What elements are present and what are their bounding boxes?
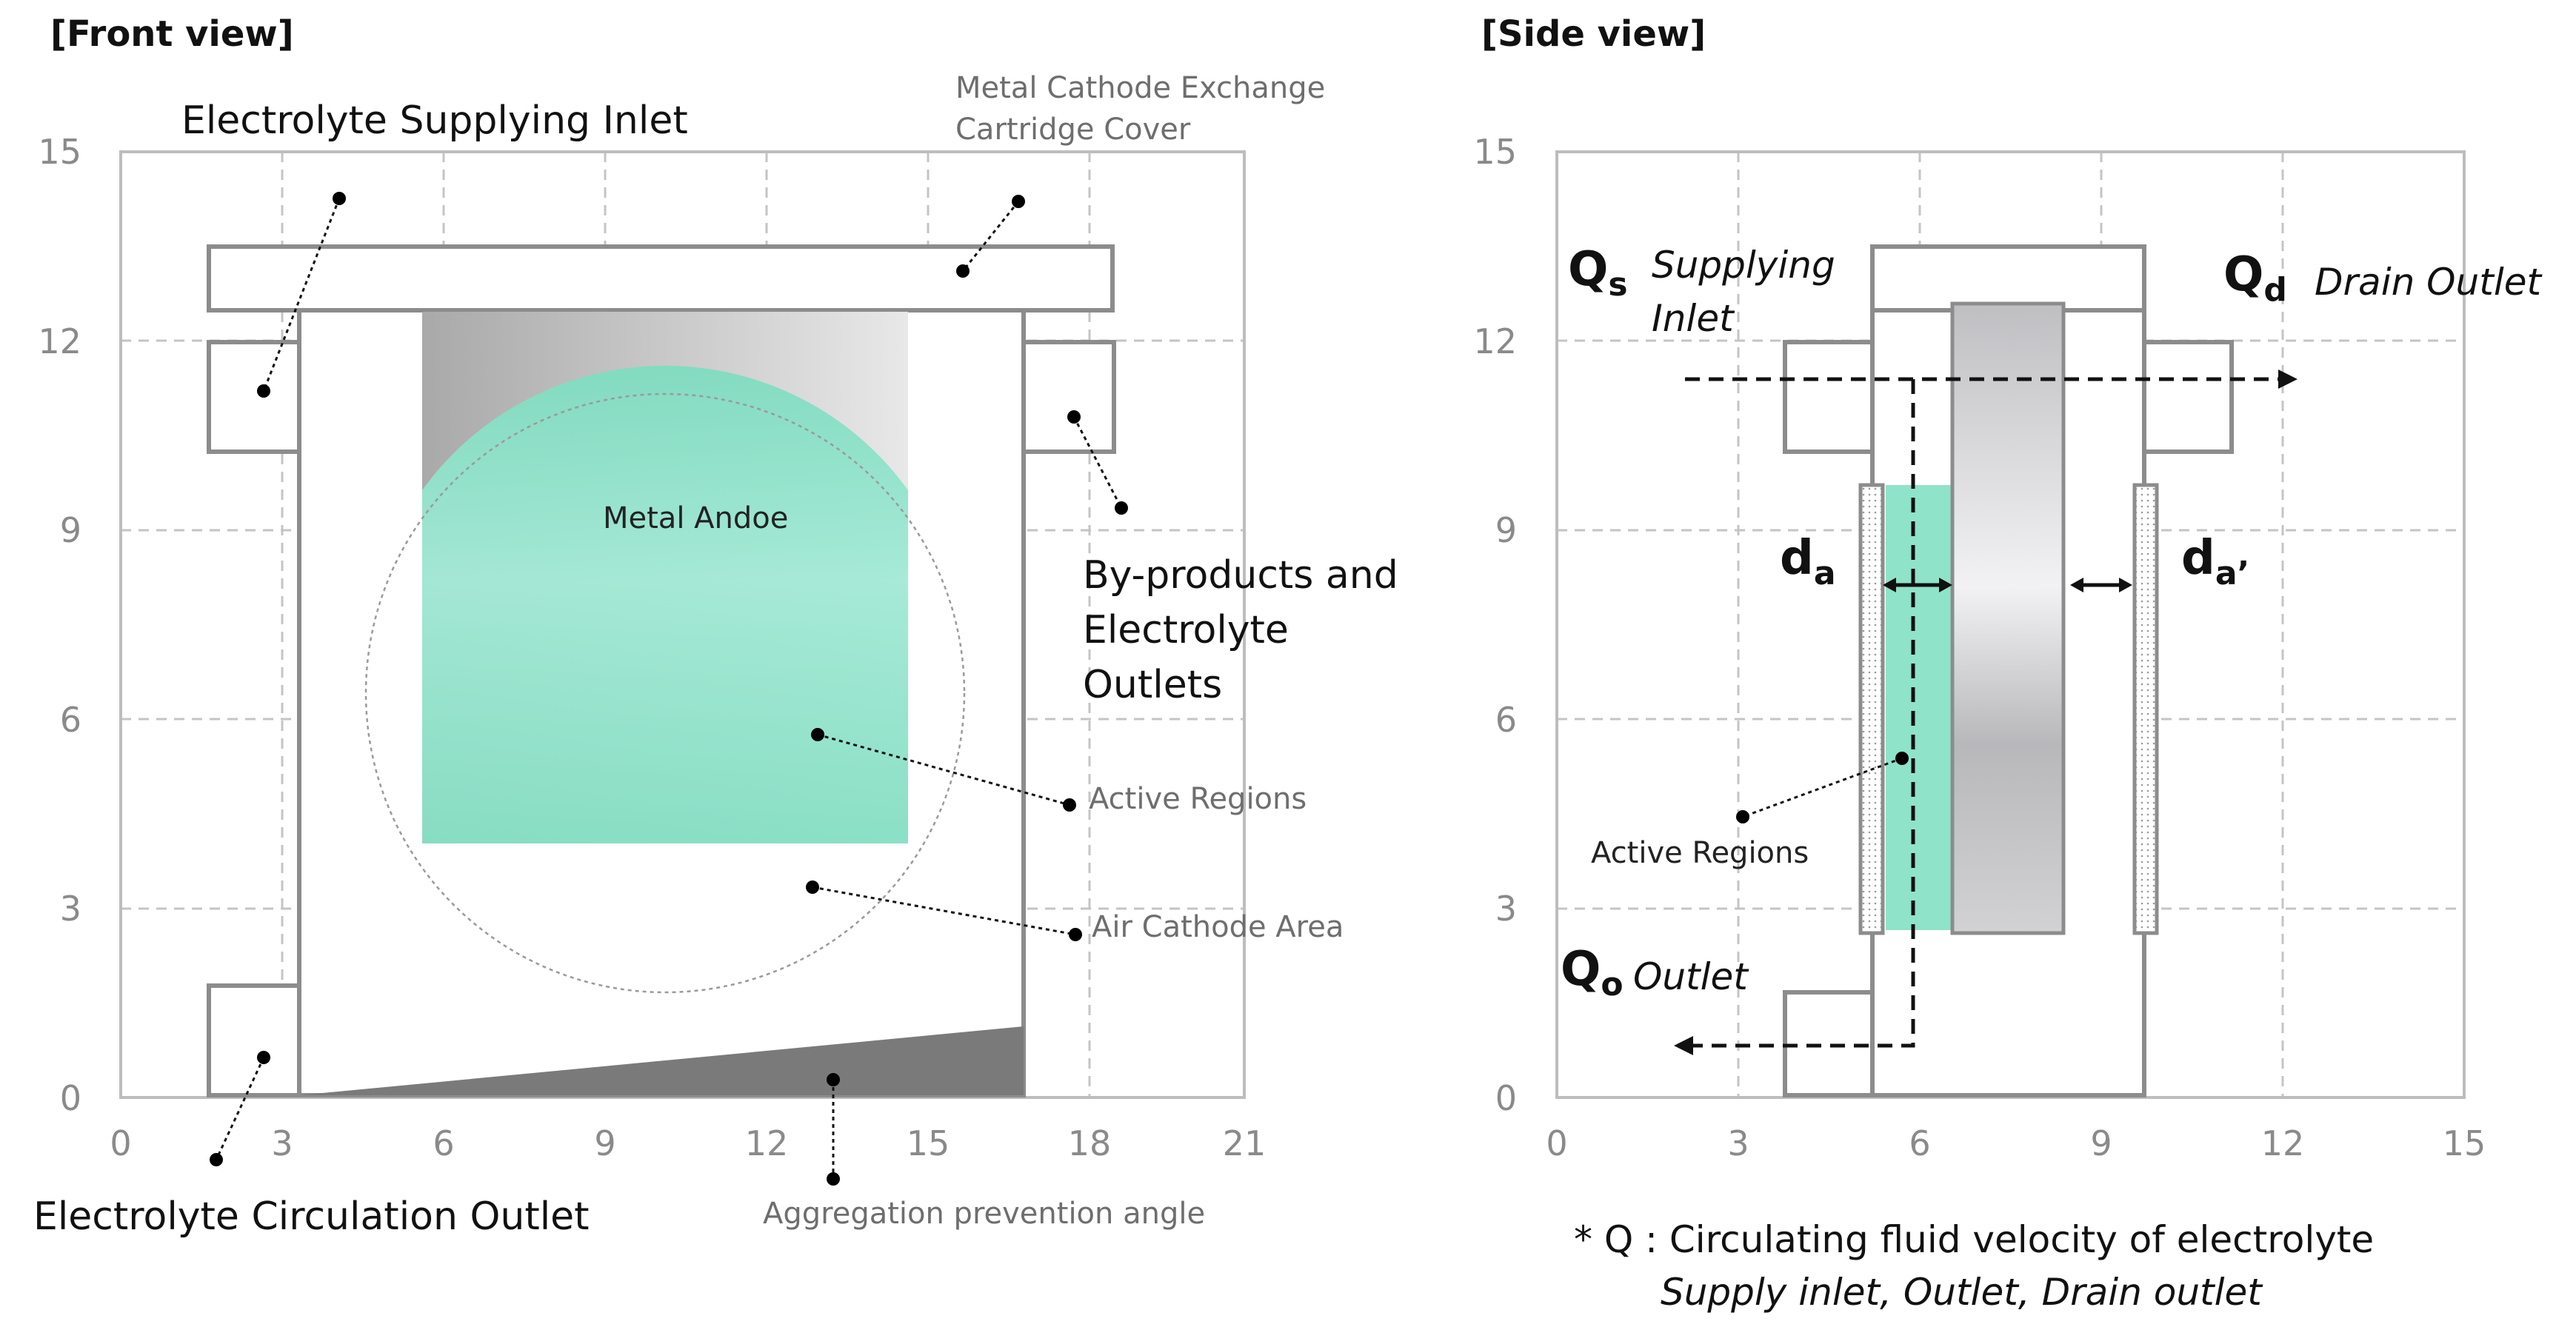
- leader-dot: [1069, 928, 1082, 941]
- qd-label: Qd: [2223, 247, 2287, 309]
- front-x-tick: 6: [433, 1123, 454, 1163]
- drain-arrowhead: [2278, 370, 2298, 389]
- air-cathode-circle: [364, 392, 966, 994]
- leader-dot: [811, 728, 824, 741]
- leader-dot: [1067, 410, 1081, 424]
- leader-dot: [210, 1153, 223, 1166]
- qs-text-line1: Supplying: [1652, 244, 1835, 287]
- da-label: da: [1780, 531, 1836, 592]
- leader-dot: [1012, 195, 1025, 208]
- qo-label: Qo: [1561, 942, 1624, 1003]
- front-x-tick: 9: [594, 1123, 615, 1163]
- side-y-tick: 6: [1495, 700, 1517, 740]
- front-x-ticks: 0 3 6 9 12 15 18 21: [110, 1123, 1266, 1163]
- front-view-title: [Front view]: [50, 13, 294, 55]
- side-view: [Side view] 0 3 6 9 12 15 0 3 6 9 12: [1473, 13, 2543, 1314]
- cartridge-cover: [207, 244, 1115, 313]
- side-y-tick: 12: [1473, 321, 1517, 361]
- inlet-label: Electrolyte Supplying Inlet: [181, 98, 688, 143]
- front-y-tick: 12: [38, 321, 81, 361]
- side-metal-anode: [1950, 301, 2066, 935]
- front-x-tick: 21: [1223, 1123, 1267, 1163]
- active-region: [422, 365, 908, 843]
- active-regions-label: Active Regions: [1089, 782, 1307, 816]
- leader-dot: [333, 192, 346, 205]
- leader-dot: [257, 1051, 270, 1064]
- side-x-tick: 3: [1727, 1123, 1749, 1163]
- outlet-port-right: [1021, 340, 1116, 454]
- front-x-tick: 18: [1068, 1123, 1112, 1163]
- front-y-ticks: 0 3 6 9 12 15: [38, 132, 81, 1118]
- qd-text: Drain Outlet: [2315, 261, 2543, 304]
- side-x-tick: 15: [2443, 1123, 2486, 1163]
- side-x-tick: 0: [1546, 1123, 1567, 1163]
- qs-label: Qs: [1568, 242, 1628, 304]
- leader-dot: [806, 880, 819, 894]
- side-inlet-port: [1783, 340, 1875, 454]
- aggregation-label: Aggregation prevention angle: [763, 1197, 1205, 1231]
- air-cathode-label: Air Cathode Area: [1092, 910, 1344, 944]
- leader-dot: [1115, 501, 1128, 515]
- inlet-port: [207, 340, 301, 454]
- side-y-tick: 15: [1473, 132, 1517, 172]
- circulation-outlet-label: Electrolyte Circulation Outlet: [33, 1194, 590, 1239]
- byproducts-label-line3: Outlets: [1083, 663, 1222, 707]
- side-y-tick: 3: [1495, 889, 1517, 929]
- side-air-cathode-right: [2132, 483, 2159, 935]
- side-air-cathode-left: [1858, 483, 1885, 935]
- front-view: [Front view] 0 3 6 9 12 15 0 3: [33, 13, 1398, 1239]
- side-drain-port: [2142, 340, 2234, 454]
- leader-dot: [827, 1073, 840, 1086]
- side-view-title: [Side view]: [1481, 13, 1706, 55]
- leader-dot: [956, 264, 970, 278]
- front-x-tick: 12: [745, 1123, 789, 1163]
- side-x-ticks: 0 3 6 9 12 15: [1546, 1123, 2486, 1163]
- leader-dot: [827, 1172, 840, 1186]
- front-x-tick: 3: [271, 1123, 293, 1163]
- front-y-tick: 15: [38, 132, 81, 172]
- front-y-tick: 6: [60, 700, 81, 740]
- front-y-tick: 9: [60, 510, 81, 550]
- front-leaders: [210, 192, 1128, 1186]
- side-y-tick: 0: [1495, 1078, 1517, 1118]
- side-y-ticks: 0 3 6 9 12 15: [1473, 132, 1517, 1118]
- side-x-tick: 12: [2261, 1123, 2305, 1163]
- front-x-tick: 15: [907, 1123, 950, 1163]
- front-y-tick: 0: [60, 1078, 81, 1118]
- outlet-arrowhead: [1674, 1036, 1693, 1055]
- qs-text-line2: Inlet: [1652, 297, 1735, 340]
- side-x-tick: 6: [1909, 1123, 1930, 1163]
- da-prime-label: da’: [2181, 531, 2249, 592]
- anode-label: Metal Andoe: [603, 501, 788, 535]
- note-line1: * Q : Circulating fluid velocity of elec…: [1574, 1218, 2374, 1261]
- qo-text: Outlet: [1633, 955, 1749, 998]
- cover-label-line2: Cartridge Cover: [955, 113, 1191, 147]
- flow-paths: [1674, 370, 2298, 1055]
- front-x-tick: 0: [110, 1123, 131, 1163]
- front-y-tick: 3: [60, 889, 81, 929]
- side-active-regions-label: Active Regions: [1591, 836, 1809, 870]
- gap-arrows: [1883, 578, 2132, 592]
- leader-dot: [1063, 798, 1076, 812]
- byproducts-label-line2: Electrolyte: [1083, 608, 1289, 652]
- leader-dot: [257, 384, 270, 398]
- aggregation-prevention-wedge: [299, 1026, 1024, 1095]
- leader-dot: [1736, 810, 1749, 823]
- cover-label-line1: Metal Cathode Exchange: [955, 71, 1325, 105]
- note-line2: Supply inlet, Outlet, Drain outlet: [1661, 1271, 2263, 1314]
- side-x-tick: 9: [2090, 1123, 2112, 1163]
- leader-dot: [1895, 752, 1909, 765]
- side-cover: [1870, 244, 2146, 313]
- side-active-region: [1886, 485, 1954, 930]
- side-y-tick: 9: [1495, 510, 1517, 550]
- byproducts-label-line1: By-products and: [1083, 553, 1398, 598]
